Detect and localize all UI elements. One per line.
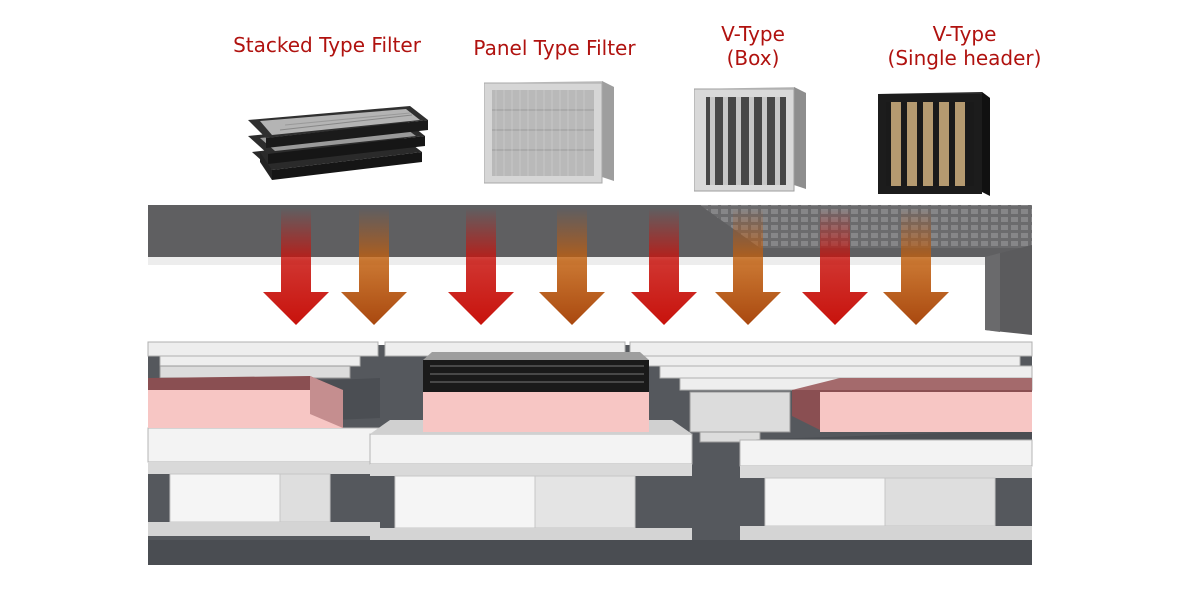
orange-airflow-arrow — [715, 208, 781, 325]
stacked-filter-label: Stacked Type Filter — [233, 33, 421, 57]
fan-filter-unit-right — [739, 378, 1033, 540]
panel-filter-icon — [484, 81, 614, 184]
v-type-single-header-label: V-Type (Single header) — [887, 22, 1042, 70]
stacked-filter-icon — [248, 106, 428, 180]
airflow-arrows — [263, 208, 949, 325]
red-airflow-arrow — [631, 208, 697, 325]
red-airflow-arrow — [448, 208, 514, 325]
v-type-box-label: V-Type (Box) — [721, 22, 785, 70]
v-type-box-filter-icon — [694, 87, 806, 192]
fan-filter-unit-left — [147, 376, 381, 536]
orange-airflow-arrow — [341, 208, 407, 325]
panel-filter-label: Panel Type Filter — [473, 36, 636, 60]
v-type-single-header-filter-icon — [878, 92, 990, 196]
red-airflow-arrow — [802, 208, 868, 325]
red-airflow-arrow — [263, 208, 329, 325]
orange-airflow-arrow — [539, 208, 605, 325]
orange-airflow-arrow — [883, 208, 949, 325]
fan-filter-unit-center — [369, 352, 693, 540]
ceiling — [148, 205, 1032, 335]
